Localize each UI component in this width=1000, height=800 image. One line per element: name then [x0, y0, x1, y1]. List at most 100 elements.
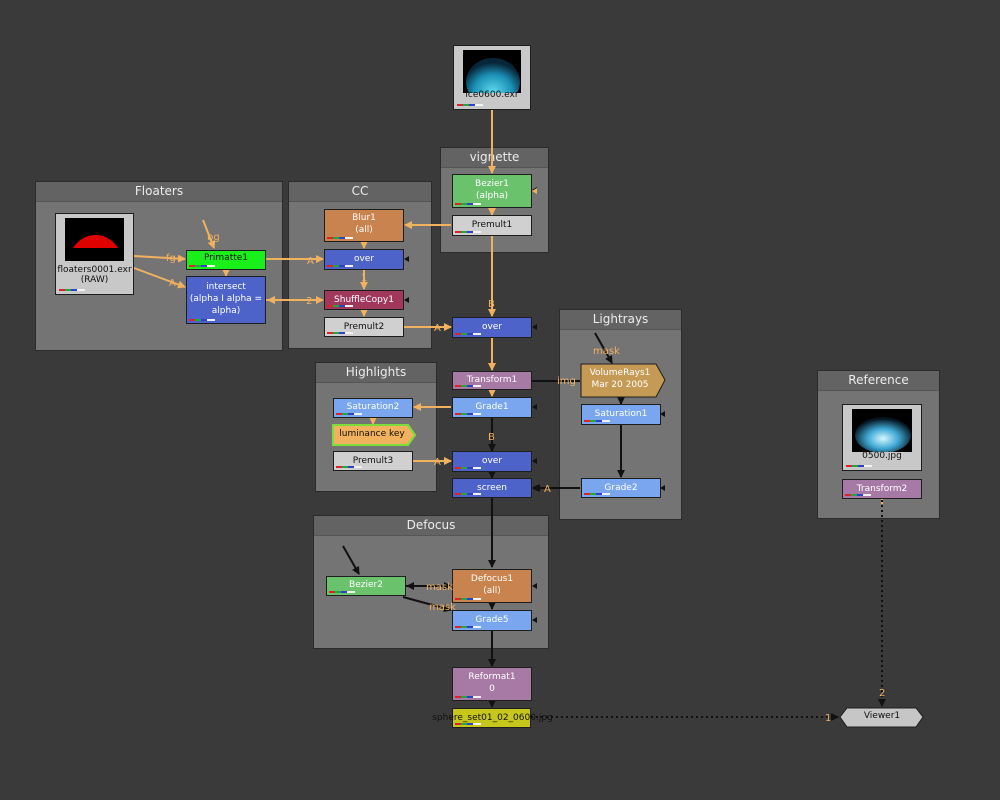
node-write[interactable]: sphere_set01_02_0600.jpg	[432, 708, 553, 728]
pin-label-b-over-main: B	[488, 299, 495, 310]
channel-indicator	[59, 289, 85, 291]
channel-indicator	[189, 265, 215, 267]
node-bezier1[interactable]: Bezier1 (alpha)	[452, 174, 532, 208]
node-label: Primatte1	[203, 253, 249, 263]
node-viewer1-shape	[839, 707, 924, 728]
node-grade5[interactable]: Grade5	[452, 610, 532, 631]
node-label: Blur1	[352, 213, 376, 223]
node-volumerays1[interactable]: VolumeRays1 Mar 20 2005	[582, 365, 658, 396]
node-transform1[interactable]: Transform1	[452, 371, 532, 390]
node-sublabel: (alpha I alpha =	[189, 294, 263, 304]
pin-label-img-volumerays: img	[557, 376, 576, 387]
node-sublabel-2: alpha)	[211, 306, 241, 316]
node-grade1[interactable]: Grade1	[452, 397, 532, 418]
node-viewer1[interactable]: Viewer1	[841, 708, 923, 727]
node-over-cc[interactable]: over	[324, 249, 404, 270]
node-sublabel: (all)	[355, 225, 373, 235]
node-label: Reformat1	[468, 672, 516, 682]
read-node-label: 0500.jpg	[862, 451, 902, 461]
channel-indicator	[584, 420, 610, 422]
node-label: Premult3	[352, 456, 394, 466]
node-volumerays1-shape	[580, 363, 666, 398]
node-luminance-key-shape	[332, 424, 416, 446]
node-label: Defocus1	[470, 574, 514, 584]
read-node-0500[interactable]: 0500.jpg	[842, 404, 922, 471]
ice-sphere-thumbnail	[463, 50, 521, 93]
node-label: intersect	[206, 282, 246, 292]
node-shufflecopy1[interactable]: ShuffleCopy1	[324, 290, 404, 310]
node-sublabel: 0	[489, 684, 495, 694]
node-transform2[interactable]: Transform2	[842, 479, 922, 499]
node-premult2[interactable]: Premult2	[324, 317, 404, 337]
node-sublabel: Mar 20 2005	[591, 380, 649, 390]
read-node-ice0600[interactable]: ice0600.exr	[453, 45, 531, 110]
channel-indicator	[189, 319, 215, 321]
floaters-thumbnail	[65, 218, 124, 261]
node-label: Viewer1	[863, 711, 901, 721]
channel-indicator	[455, 467, 481, 469]
node-premult1[interactable]: Premult1	[452, 215, 532, 236]
channel-indicator	[336, 413, 362, 415]
node-over-highlights[interactable]: over	[452, 451, 532, 472]
channel-indicator	[455, 203, 481, 205]
channel-indicator	[455, 696, 481, 698]
node-luminance-key[interactable]: luminance key	[333, 425, 411, 445]
node-label: Grade5	[475, 615, 509, 625]
group-reference-title: Reference	[818, 371, 939, 391]
channel-indicator	[327, 305, 353, 307]
channel-indicator	[455, 626, 481, 628]
node-label: Transform2	[856, 484, 908, 494]
read-node-floaters[interactable]: floaters0001.exr (RAW)	[55, 213, 134, 295]
node-label: over	[481, 456, 503, 466]
node-label: VolumeRays1	[589, 368, 651, 378]
node-blur1[interactable]: Blur1 (all)	[324, 209, 404, 242]
group-defocus-title: Defocus	[314, 516, 548, 536]
node-label: Bezier1	[475, 179, 509, 189]
channel-indicator	[457, 104, 483, 106]
pin-label-a-intersect: A	[169, 278, 176, 289]
pin-label-a-screen: A	[544, 484, 551, 495]
pin-label-a-over-main: A	[434, 323, 441, 334]
node-primatte1[interactable]: Primatte1	[186, 250, 266, 270]
group-highlights-title: Highlights	[316, 363, 436, 383]
node-saturation1[interactable]: Saturation1	[581, 404, 661, 425]
channel-indicator	[455, 723, 481, 725]
node-label: Premult1	[471, 220, 513, 230]
node-sublabel: (all)	[483, 586, 501, 596]
channel-indicator	[455, 385, 481, 387]
channel-indicator	[329, 591, 355, 593]
channel-indicator	[336, 466, 362, 468]
node-premult3[interactable]: Premult3	[333, 451, 413, 471]
pin-label-viewer-2: 2	[879, 688, 886, 699]
channel-indicator	[846, 465, 872, 467]
channel-indicator	[327, 237, 353, 239]
node-over-main[interactable]: over	[452, 317, 532, 338]
node-label: luminance key	[339, 429, 405, 439]
group-lightrays-title: Lightrays	[560, 310, 681, 330]
node-grade2[interactable]: Grade2	[581, 478, 661, 498]
channel-indicator	[455, 231, 481, 233]
channel-indicator	[584, 493, 610, 495]
group-cc-title: CC	[289, 182, 431, 202]
pin-label-viewer-1: 1	[825, 713, 832, 724]
channel-indicator	[455, 333, 481, 335]
group-floaters-title: Floaters	[36, 182, 282, 202]
channel-indicator	[455, 413, 481, 415]
node-saturation2[interactable]: Saturation2	[333, 398, 413, 418]
node-bezier2[interactable]: Bezier2	[326, 576, 406, 596]
node-label: over	[353, 254, 375, 264]
node-defocus1[interactable]: Defocus1 (all)	[452, 569, 532, 603]
node-label: Bezier2	[349, 580, 383, 590]
node-intersect[interactable]: intersect (alpha I alpha = alpha)	[186, 276, 266, 324]
node-screen[interactable]: screen	[452, 478, 532, 498]
pin-label-1-shuffle: 1	[361, 273, 368, 284]
node-label: Grade2	[604, 483, 638, 493]
node-label: Saturation1	[594, 409, 648, 419]
channel-indicator	[327, 332, 353, 334]
pin-label-mask-grade5: mask	[429, 602, 456, 613]
read-node-label: floaters0001.exr	[57, 265, 132, 275]
pin-label-b-grade1: B	[488, 432, 495, 443]
channel-indicator	[845, 494, 871, 496]
channel-indicator	[455, 598, 481, 600]
node-reformat1[interactable]: Reformat1 0	[452, 667, 532, 701]
